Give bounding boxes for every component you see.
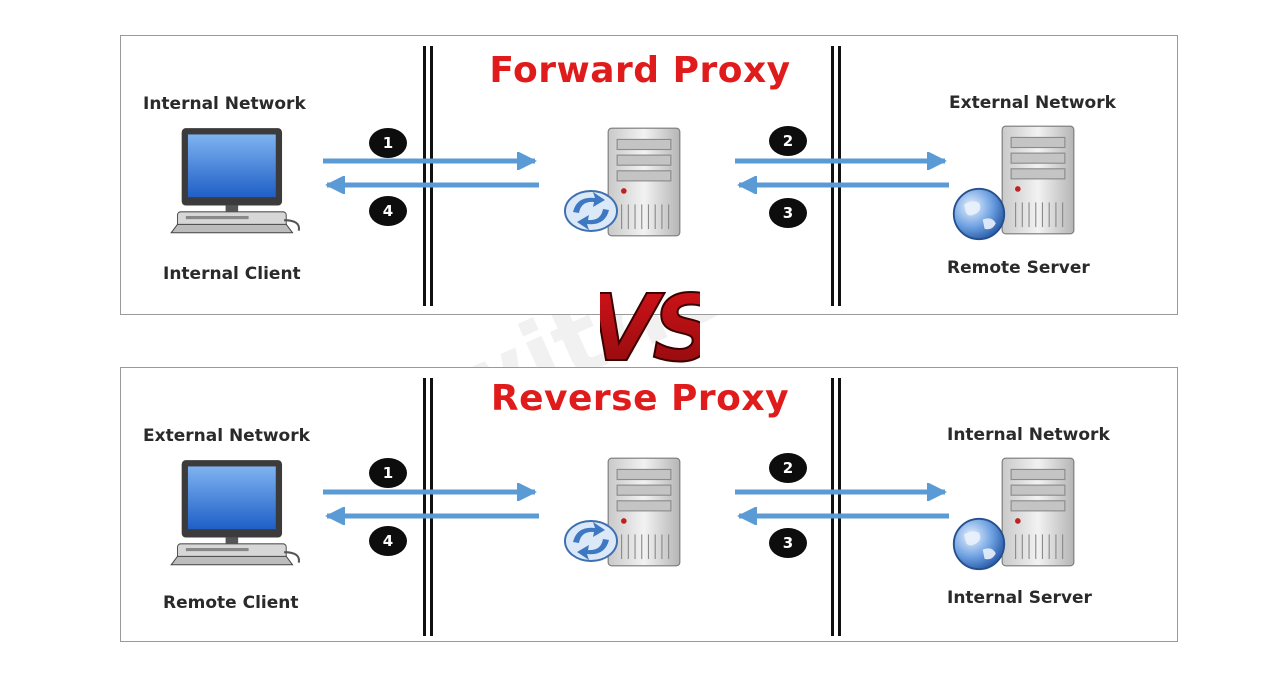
globe-icon (951, 186, 1007, 242)
globe-icon (951, 516, 1007, 572)
left-network-label: Internal Network (143, 94, 306, 114)
firewall-right (831, 46, 841, 306)
reverse-proxy-panel: Reverse Proxy External Network Remote Cl… (120, 367, 1178, 642)
step-badge-4: 4 (369, 526, 407, 556)
firewall-left (423, 378, 433, 636)
response-arrow-proxy-to-client (325, 176, 539, 194)
desktop-computer-icon (165, 456, 305, 571)
request-arrow-proxy-to-server (735, 152, 947, 170)
vs-emblem: VS (600, 274, 700, 380)
right-network-label: Internal Network (947, 425, 1110, 445)
vs-label: VS (600, 275, 700, 380)
step-badge-3: 3 (769, 198, 807, 228)
desktop-computer-icon (165, 124, 305, 239)
left-node-label: Remote Client (163, 593, 299, 613)
left-network-label: External Network (143, 426, 310, 446)
firewall-right (831, 378, 841, 636)
response-arrow-proxy-to-client (325, 507, 539, 525)
response-arrow-server-to-proxy (737, 176, 949, 194)
forward-proxy-title: Forward Proxy (489, 50, 791, 91)
response-arrow-server-to-proxy (737, 507, 949, 525)
step-badge-2: 2 (769, 126, 807, 156)
step-badge-1: 1 (369, 128, 407, 158)
right-network-label: External Network (949, 93, 1116, 113)
right-node-label: Internal Server (947, 588, 1092, 608)
request-arrow-client-to-proxy (323, 152, 537, 170)
step-badge-3: 3 (769, 528, 807, 558)
proxy-swirl-icon (561, 186, 621, 236)
step-badge-1: 1 (369, 458, 407, 488)
left-node-label: Internal Client (163, 264, 301, 284)
request-arrow-client-to-proxy (323, 483, 537, 501)
right-node-label: Remote Server (947, 258, 1090, 278)
request-arrow-proxy-to-server (735, 483, 947, 501)
firewall-left (423, 46, 433, 306)
step-badge-2: 2 (769, 453, 807, 483)
step-badge-4: 4 (369, 196, 407, 226)
forward-proxy-panel: Forward Proxy Internal Network Internal … (120, 35, 1178, 315)
proxy-swirl-icon (561, 516, 621, 566)
reverse-proxy-title: Reverse Proxy (490, 378, 790, 419)
